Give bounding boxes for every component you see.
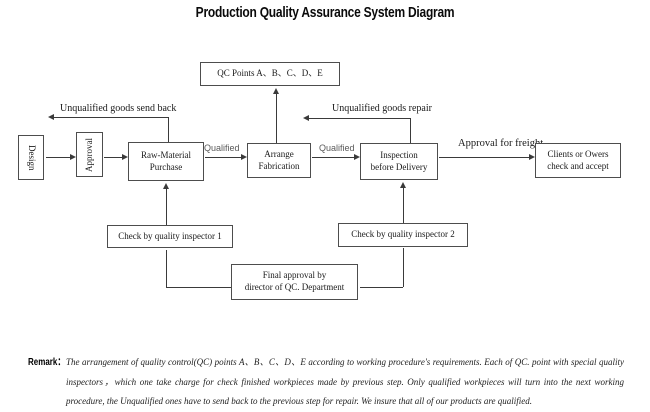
connector-final-to-inspector2-horizontal (360, 287, 403, 288)
box-raw-material-label: Raw-Material Purchase (141, 149, 191, 172)
connector-repair-horizontal (309, 118, 411, 119)
arrowhead-right-icon (529, 154, 535, 160)
box-check-inspector-2-label: Check by quality inspector 2 (351, 229, 455, 240)
connector-send-back-horizontal (54, 117, 169, 118)
arrowhead-up-icon (273, 88, 279, 94)
connector-arrange-to-inspection (312, 157, 354, 158)
box-arrange-label: Arrange Fabrication (258, 148, 300, 171)
connector-approval-to-raw-material (104, 157, 122, 158)
box-arrange-fabrication: Arrange Fabrication (247, 143, 311, 178)
label-qualified-1: Qualified (204, 143, 240, 153)
box-check-inspector-2: Check by quality inspector 2 (338, 223, 468, 247)
arrowhead-right-icon (354, 154, 360, 160)
connector-raw-material-to-arrange (205, 157, 241, 158)
box-final-approval: Final approval by director of QC. Depart… (231, 264, 358, 300)
connector-final-to-inspector1-vertical (166, 250, 167, 287)
label-unqualified-goods-repair: Unqualified goods repair (332, 103, 432, 114)
connector-inspector2-to-inspection (403, 188, 404, 223)
connector-inspection-to-clients (439, 157, 529, 158)
connector-repair-vertical (410, 118, 411, 144)
label-qualified-2: Qualified (319, 143, 355, 153)
box-check-inspector-1-label: Check by quality inspector 1 (118, 230, 222, 241)
box-raw-material-purchase: Raw-Material Purchase (128, 142, 204, 181)
box-clients-check-accept: Clients or Owers check and accept (535, 143, 621, 178)
box-inspection-before-delivery: Inspection before Delivery (360, 143, 438, 180)
box-design: Design (18, 135, 44, 180)
label-approval-for-freight: Approval for freight (458, 138, 544, 149)
connector-arrange-to-qc-points (276, 94, 277, 143)
connector-final-to-inspector2-vertical (403, 248, 404, 287)
arrowhead-up-icon (163, 183, 169, 189)
box-inspection-label: Inspection before Delivery (370, 149, 428, 172)
connector-inspector1-to-raw-material (166, 189, 167, 225)
box-qc-points-label: QC Points A、B、C、D、E (217, 68, 323, 79)
box-design-label: Design (26, 144, 37, 171)
page-title: Production Quality Assurance System Diag… (195, 4, 455, 21)
arrowhead-right-icon (70, 154, 76, 160)
connector-design-to-approval (46, 157, 70, 158)
remark-text: The arrangement of quality control(QC) p… (66, 357, 624, 406)
box-check-inspector-1: Check by quality inspector 1 (107, 225, 233, 248)
box-approval-label: Approval (83, 137, 94, 172)
arrowhead-left-icon (303, 115, 309, 121)
box-clients-label: Clients or Owers check and accept (547, 148, 609, 171)
label-unqualified-goods-send-back: Unqualified goods send back (60, 103, 177, 114)
remark-section: Remark： The arrangement of quality contr… (28, 353, 624, 412)
box-qc-points: QC Points A、B、C、D、E (200, 62, 340, 86)
remark-heading: Remark： (28, 357, 66, 368)
arrowhead-left-icon (48, 114, 54, 120)
box-approval: Approval (76, 132, 103, 177)
connector-final-to-inspector1-horizontal (166, 287, 231, 288)
arrowhead-up-icon (400, 182, 406, 188)
arrowhead-right-icon (122, 154, 128, 160)
arrowhead-right-icon (241, 154, 247, 160)
connector-send-back-vertical (168, 117, 169, 143)
box-final-approval-label: Final approval by director of QC. Depart… (244, 270, 345, 292)
